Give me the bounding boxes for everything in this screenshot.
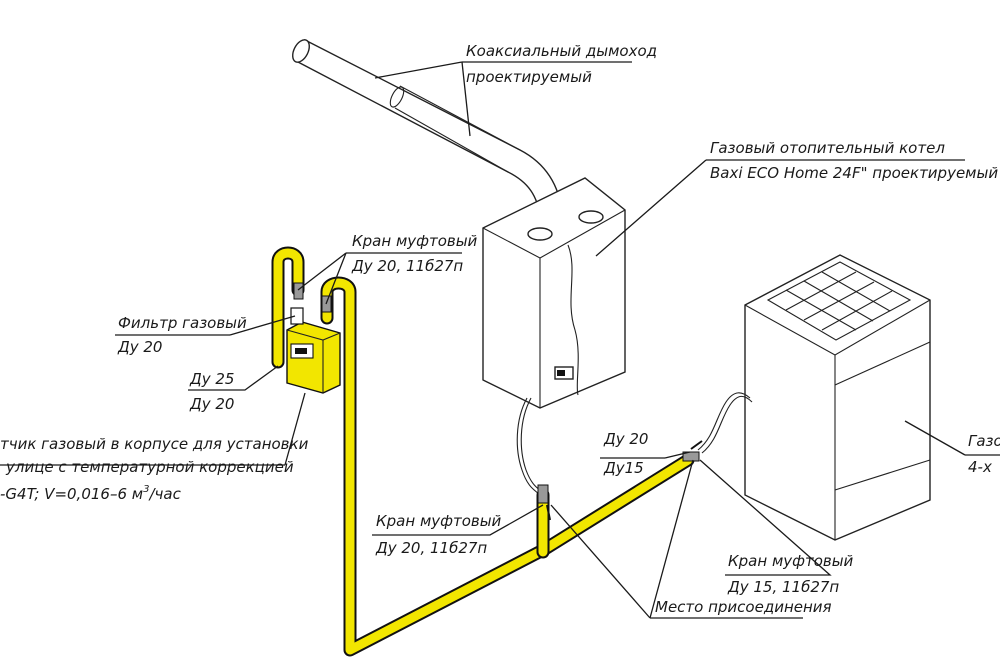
meter-label-1: тчик газовый в корпусе для установки: [0, 435, 309, 453]
coaxial-chimney-icon: [292, 39, 563, 219]
valve-mid-label-2: Ду 20, 11б27п: [375, 539, 487, 557]
filter-label-2: Ду 20: [117, 338, 162, 356]
filter-label-1: Фильтр газовый: [118, 314, 247, 332]
connection-label: Место присоединения: [655, 598, 832, 616]
valve-right-label-2: Ду 15, 11б27п: [727, 578, 839, 596]
stove-label-1: Газо: [968, 432, 1000, 450]
valve-mid-label-1: Кран муфтовый: [376, 512, 502, 530]
meter-label-2: улице с температурной коррекцией: [5, 458, 294, 476]
gas-meter-icon: [286, 321, 341, 394]
pipe-right-label-1: Ду 20: [603, 430, 648, 448]
gas-pipeline: [271, 246, 695, 657]
valve-right-label-1: Кран муфтовый: [728, 552, 854, 570]
gas-filter-icon: [290, 307, 304, 325]
leader-lines: [0, 61, 1000, 619]
pipe-right-label-2: Ду15: [603, 459, 644, 477]
pipe-left-label-2: Ду 20: [189, 395, 234, 413]
valve-top-label-2: Ду 20, 11б27п: [351, 257, 463, 275]
boiler-label-1: Газовый отопительный котел: [710, 139, 945, 157]
wall-boiler-icon: [482, 177, 626, 496]
annotations: Коаксиальный дымоход проектируемый Газов…: [0, 42, 1000, 616]
valve-top-label-1: Кран муфтовый: [352, 232, 478, 250]
boiler-label-2: Baxi ECO Home 24F" проектируемый: [710, 164, 998, 182]
chimney-label-2: проектируемый: [466, 68, 592, 86]
pipe-left-label-1: Ду 25: [189, 370, 234, 388]
meter-label-3: -G4T; V=0,016–6 м3/час: [0, 484, 182, 503]
gas-stove-icon: [697, 254, 931, 541]
stove-label-2: 4-х: [968, 458, 992, 476]
chimney-label-1: Коаксиальный дымоход: [466, 42, 657, 60]
